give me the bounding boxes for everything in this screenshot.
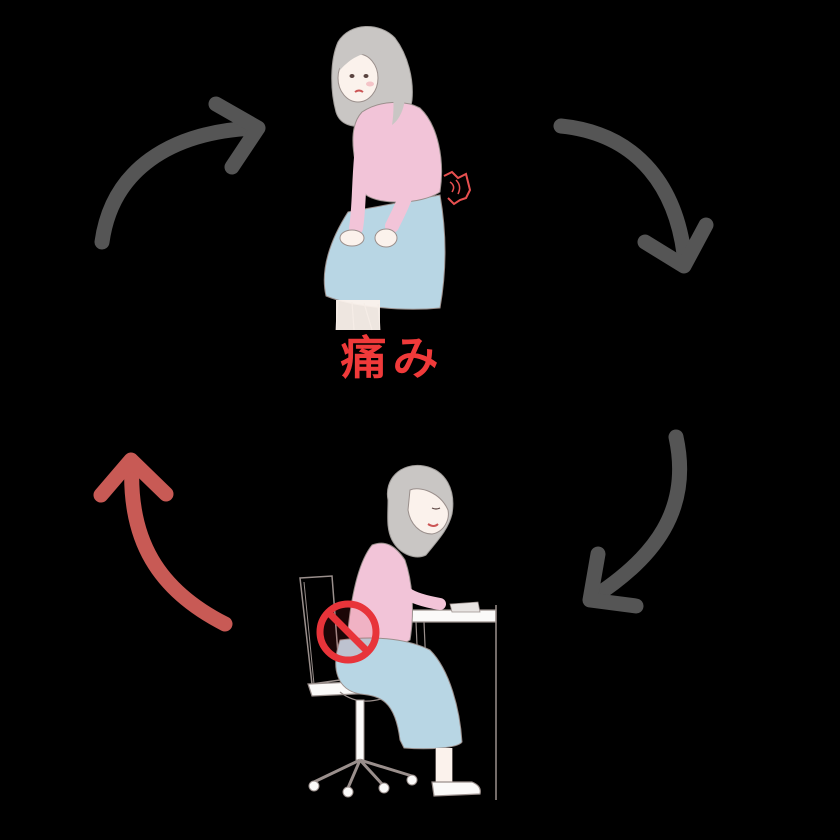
prohibited-icon <box>316 600 380 664</box>
arrow-top-left-icon <box>94 96 266 250</box>
arrow-top-right-icon <box>553 118 714 274</box>
woman-back-pain-illustration <box>323 25 472 331</box>
pain-marker-icon <box>443 170 472 206</box>
woman-sitting-desk-illustration <box>299 464 497 800</box>
arrow-bottom-right-icon <box>582 429 688 614</box>
pain-label: 痛み <box>340 331 445 385</box>
arrow-bottom-left-icon <box>93 452 233 632</box>
